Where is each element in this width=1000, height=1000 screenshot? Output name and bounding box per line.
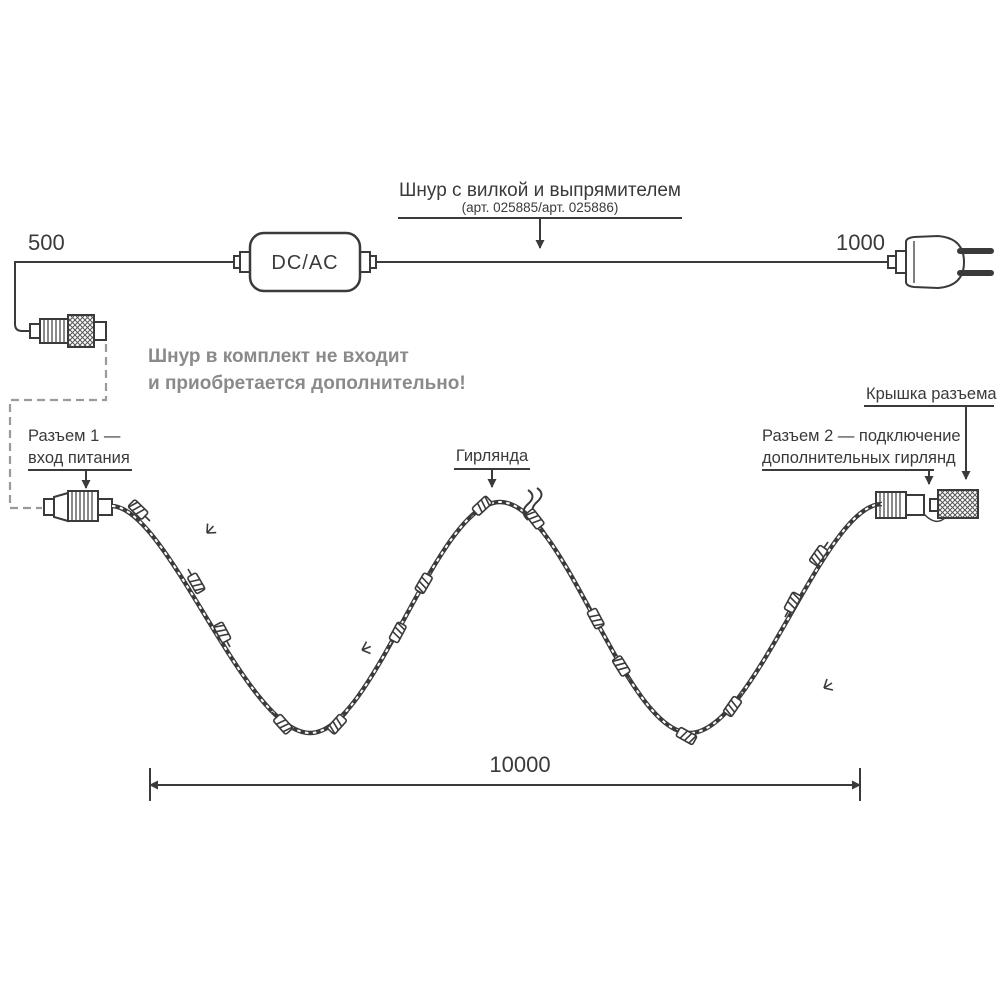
connector1-label-line2: вход питания	[28, 449, 130, 467]
annotation-arrows	[28, 217, 994, 489]
wire-fray-mark	[203, 521, 218, 536]
led-bulbs	[127, 494, 834, 746]
total-length-label: 10000	[489, 752, 550, 777]
power-cord-left-lead	[14, 261, 234, 332]
not-included-note-line1: Шнур в комплект не входит	[148, 346, 409, 367]
power-plug-icon	[887, 234, 994, 290]
converter-inlet	[239, 251, 251, 273]
converter-outlet	[359, 251, 371, 273]
diagram-texts: Шнур с вилкой и выпрямителем (арт. 02588…	[28, 180, 997, 777]
cord-end-connector-icon	[29, 314, 107, 348]
garland-connector-1-icon	[43, 490, 113, 523]
connector2-label-line1: Разъем 2 — подключение	[762, 427, 961, 445]
wire-fray-mark	[823, 678, 834, 691]
dimension-10000	[149, 768, 861, 801]
connector-cap-icon	[929, 489, 979, 519]
connector2-label-line2: дополнительных гирлянд	[762, 449, 956, 467]
garland-connector-2-icon	[875, 491, 947, 523]
cap-label: Крышка разъема	[866, 385, 997, 403]
cord-article-label: (арт. 025885/арт. 025886)	[462, 200, 619, 215]
connector1-label-line1: Разъем 1 —	[28, 427, 121, 445]
not-included-note-line2: и приобретается дополнительно!	[148, 373, 466, 394]
led-bulb	[465, 494, 494, 522]
dc-ac-converter-box	[248, 231, 362, 293]
wire-fray-mark	[360, 640, 374, 655]
cord-label: Шнур с вилкой и выпрямителем	[399, 180, 681, 201]
garland-wire	[111, 499, 883, 736]
length-1000-label: 1000	[836, 230, 885, 255]
dashed-route-line	[8, 344, 108, 510]
led-bulb	[326, 707, 353, 736]
led-bulb	[524, 507, 550, 536]
diagram-linework	[14, 217, 994, 801]
converter-outlet-step	[369, 255, 377, 269]
led-bulb	[267, 707, 294, 736]
dc-ac-label: DC/AC	[271, 252, 338, 274]
length-500-label: 500	[28, 230, 65, 255]
garland-label: Гирлянда	[456, 447, 529, 465]
